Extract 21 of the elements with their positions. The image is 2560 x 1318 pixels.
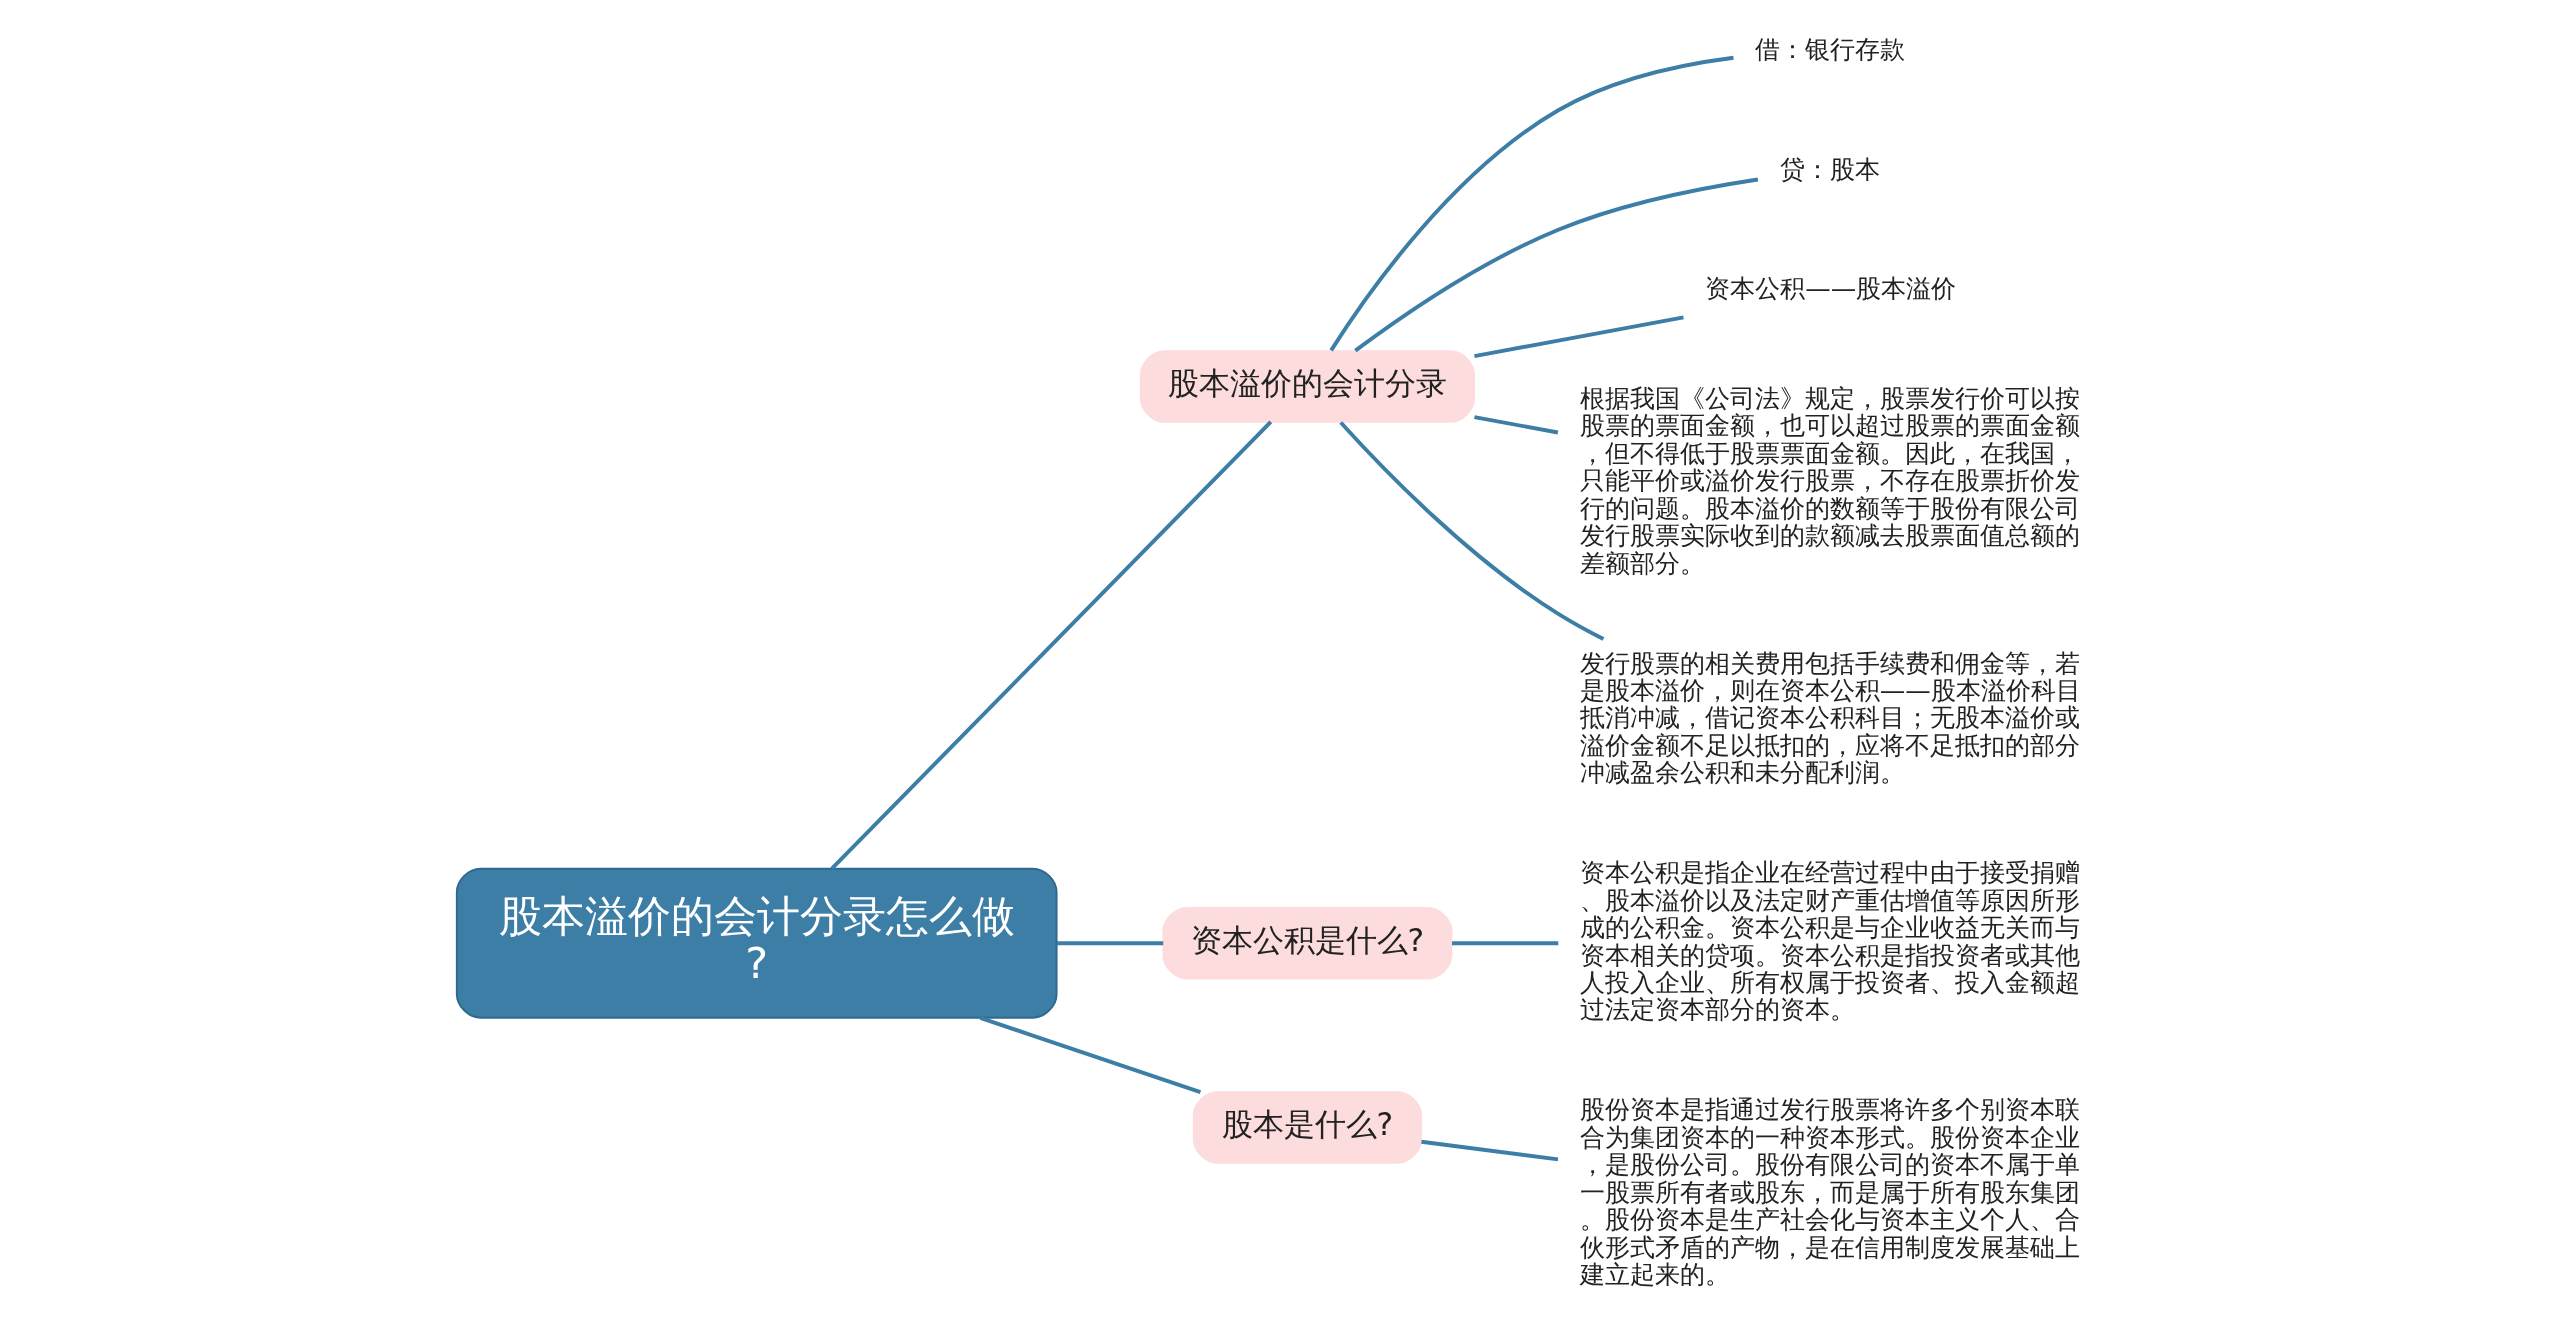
node-text: 根据我国《公司法》规定，股票发行价可以按股票的票面金额，也可以超过股票的票面金额，但不得低于股票票面金额。因此，在我国，只能平价或溢价发行股票，不存在股票折价发行的问题。股本溢价的数额等于股份有限公司发行股票实际收到的款额减去股票面值总额的差额部分。	[1579, 382, 2080, 578]
connector	[1056, 941, 1164, 946]
connector	[1339, 421, 1605, 641]
connector	[979, 1016, 1202, 1094]
node-box: 资本公积是什么?	[1162, 906, 1453, 980]
connector	[1452, 941, 1559, 946]
connector	[1474, 315, 1684, 358]
connector	[1421, 1139, 1559, 1162]
node-box: 股本溢价的会计分录怎么做?	[455, 867, 1058, 1019]
node-box: 股本是什么?	[1192, 1091, 1423, 1164]
connector	[1474, 415, 1559, 435]
node-text: 股份资本是指通过发行股票将许多个别资本联合为集团资本的一种资本形式。股份资本企业，是股份公司。股份有限公司的资本不属于单一股票所有者或股东，而是属于所有股东集团。股份资本是生产社会化与资本主义个人、合伙形式矛盾的产物，是在信用制度发展基础上建立起来的。	[1579, 1094, 2080, 1290]
node-text: 发行股票的相关费用包括手续费和佣金等，若是股本溢价，则在资本公积——股本溢价科目抵消冲减，借记资本公积科目；无股本溢价或溢价金额不足以抵扣的，应将不足抵扣的部分冲减盈余公积和未分配利润。	[1579, 647, 2081, 788]
node-text: 贷：股本	[1779, 153, 1880, 184]
connector	[830, 420, 1273, 871]
node-text: 资本公积——股本溢价	[1705, 273, 1957, 304]
node-text: 资本公积是指企业在经营过程中由于接受捐赠、股本溢价以及法定财产重估增值等原因所形成的公积金。资本公积是与企业收益无关而与资本相关的贷项。资本公积是指投资者或其他人投入企业、所有权属于投资者、投入金额超过法定资本部分的资本。	[1579, 857, 2080, 1025]
connector	[1354, 177, 1759, 353]
connector	[1329, 55, 1734, 352]
node-text: 借：银行存款	[1755, 34, 1906, 65]
node-box: 股本溢价的会计分录	[1139, 350, 1475, 423]
